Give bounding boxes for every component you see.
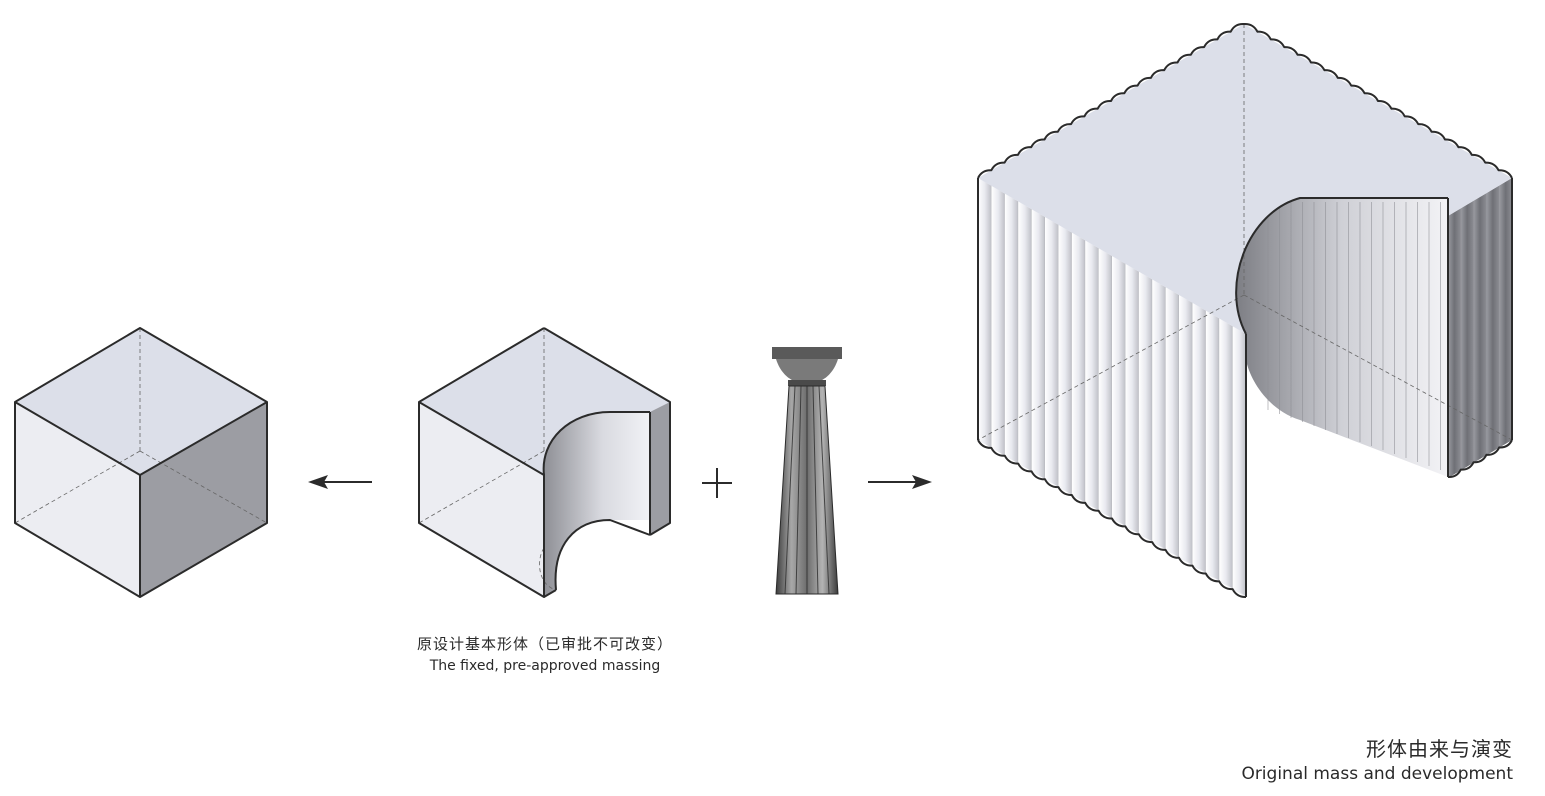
diagram-title: 形体由来与演变 Original mass and development	[1241, 736, 1513, 786]
flute	[1098, 248, 1112, 518]
fluted-mass	[977, 22, 1513, 599]
flute	[1058, 224, 1072, 495]
fluted-right-flutes	[1448, 178, 1512, 478]
massing-cube-with-cut	[418, 327, 671, 598]
flute	[1165, 287, 1179, 557]
fluted-outline	[977, 22, 1513, 599]
flute	[1499, 178, 1512, 448]
cube-outline	[14, 327, 268, 598]
flute	[1448, 208, 1461, 478]
massing-right-face	[650, 402, 670, 535]
inner-cylinder-surface	[1236, 198, 1448, 477]
massing-caption: 原设计基本形体（已审批不可改变） The fixed, pre-approved…	[380, 634, 710, 676]
flute	[991, 185, 1005, 456]
cube-right-face	[140, 402, 267, 597]
massing-outline	[418, 327, 671, 598]
flute	[1138, 271, 1153, 542]
fluted-left-flutes	[978, 178, 1247, 596]
flute	[1004, 193, 1019, 464]
massing-caption-en: The fixed, pre-approved massing	[429, 658, 661, 674]
flute	[1031, 209, 1045, 479]
flute	[1125, 263, 1139, 534]
flute	[1045, 217, 1059, 487]
flute	[1486, 185, 1500, 456]
flute	[1192, 302, 1206, 573]
flute	[1219, 318, 1233, 589]
column-echinus	[776, 359, 838, 380]
massing-caption-zh: 原设计基本形体（已审批不可改变）	[416, 635, 673, 653]
arrow-right-icon	[868, 475, 932, 489]
cylinder-cut-surface	[543, 412, 650, 597]
flute	[1112, 256, 1126, 526]
doric-column-icon	[772, 347, 842, 595]
flute	[1473, 193, 1487, 463]
column-flutes	[784, 385, 830, 595]
plus-icon	[702, 468, 732, 498]
diagram-title-zh: 形体由来与演变	[1366, 737, 1513, 761]
flute	[1205, 310, 1220, 581]
arrow-left-icon	[308, 475, 372, 489]
flute	[1018, 201, 1032, 472]
flute	[1179, 295, 1193, 565]
cube-left-face	[15, 402, 140, 597]
flute	[978, 178, 992, 448]
plain-cube	[14, 327, 268, 598]
massing-left-face	[419, 402, 544, 597]
flute	[1232, 326, 1246, 596]
flute	[1071, 232, 1086, 503]
flute	[1085, 240, 1099, 511]
flute	[1152, 279, 1166, 550]
inner-cylinder-flutes	[1267, 202, 1441, 470]
flute	[1460, 200, 1474, 471]
diagram-title-en: Original mass and development	[1241, 764, 1513, 784]
column-abacus	[772, 347, 842, 359]
